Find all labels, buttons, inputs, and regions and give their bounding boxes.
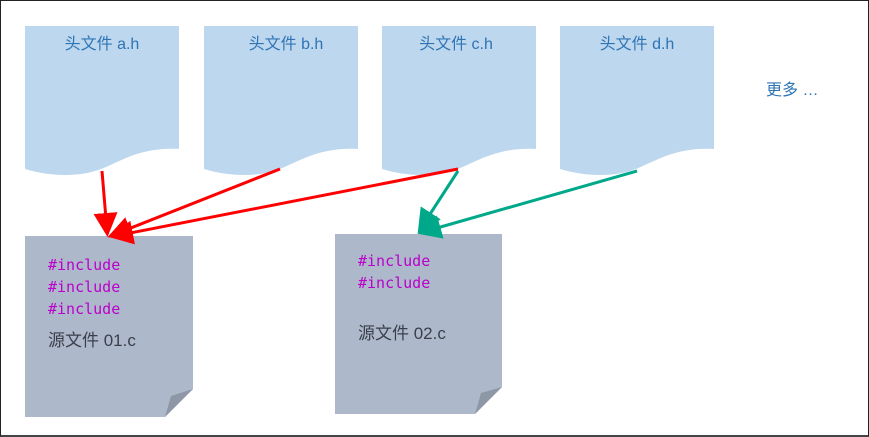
arrow-b-to-01 xyxy=(107,167,281,240)
include-line: #include xyxy=(48,256,120,274)
include-line: #include xyxy=(48,300,120,318)
header-file-c: 头文件 c.h xyxy=(382,26,536,175)
header-file-b: 头文件 b.h xyxy=(204,26,358,175)
header-file-d: 头文件 d.h xyxy=(560,26,714,175)
source-file-label: 源文件 01.c xyxy=(48,331,136,350)
arrow-c-to-01 xyxy=(109,167,459,245)
include-line: #include xyxy=(48,278,120,296)
arrow-d-to-02 xyxy=(417,169,638,239)
more-label: 更多 … xyxy=(766,81,818,99)
include-line: #include xyxy=(358,252,430,270)
source-file-01: #include #include #include 源文件 01.c xyxy=(25,236,193,417)
header-file-label: 头文件 b.h xyxy=(249,35,324,53)
header-file-label: 头文件 a.h xyxy=(65,35,140,53)
header-file-label: 头文件 c.h xyxy=(419,35,493,53)
source-file-02: #include #include 源文件 02.c xyxy=(335,234,502,414)
header-file-label: 头文件 d.h xyxy=(600,35,675,53)
source-file-label: 源文件 02.c xyxy=(358,324,446,343)
arrow-a-to-01 xyxy=(93,170,118,237)
arrow-c-to-02 xyxy=(417,170,460,234)
include-line: #include xyxy=(358,274,430,292)
header-file-a: 头文件 a.h xyxy=(25,26,179,175)
